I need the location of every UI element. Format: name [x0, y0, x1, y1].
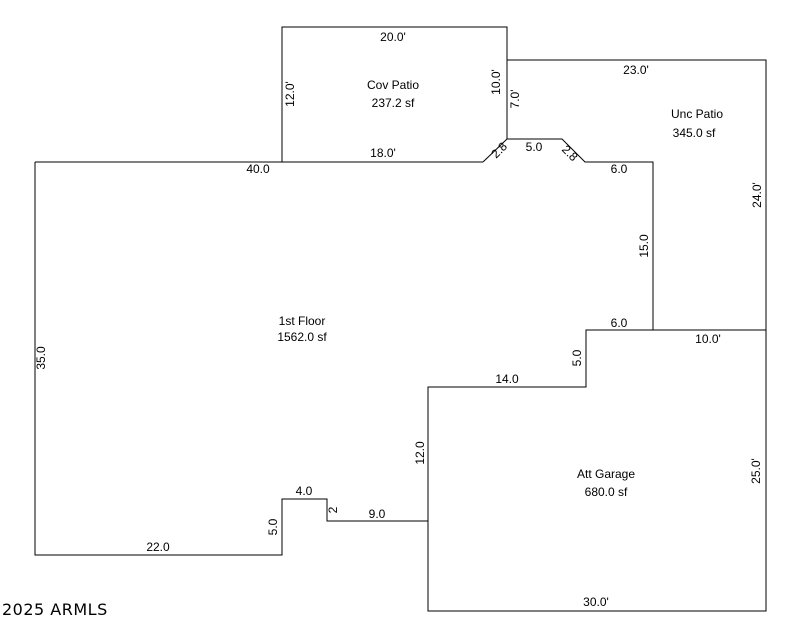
cov-patio-area: 237.2 sf: [372, 96, 415, 110]
cov-patio-outline: [281, 26, 508, 162]
patio-notch: [482, 138, 654, 330]
unc-patio-outline: [507, 59, 767, 330]
dim-floor-left: 35.0: [34, 346, 48, 370]
dim-unc-bottom: 10.0': [695, 332, 721, 346]
att-garage-name: Att Garage: [577, 467, 635, 481]
dim-diag-right: 2.8: [559, 142, 581, 164]
dim-floor-top: 40.0: [246, 162, 270, 176]
copyright-text: 2025 ARMLS: [2, 600, 108, 619]
first-floor-left-bottom-wall: [34, 162, 428, 556]
dim-unc-top: 23.0': [623, 63, 649, 77]
dim-cov-left: 12.0': [283, 81, 297, 107]
dim-jog-small: 2: [326, 506, 340, 513]
dim-step-right-side: 15.0: [637, 234, 651, 258]
unc-patio-name: Unc Patio: [671, 107, 723, 121]
dim-notch-top: 5.0: [526, 140, 543, 154]
dim-step-mid-top: 6.0: [611, 316, 628, 330]
dim-step-mid-side: 5.0: [570, 349, 584, 366]
cov-patio-name: Cov Patio: [367, 78, 419, 92]
dim-step-low-top: 14.0: [495, 372, 519, 386]
unc-patio-area: 345.0 sf: [673, 126, 716, 140]
first-floor-name: 1st Floor: [279, 314, 326, 328]
floor-garage-step: [427, 329, 766, 521]
dim-garage-bottom: 30.0': [583, 595, 609, 609]
dim-garage-right: 25.0': [749, 458, 763, 484]
dim-unc-right: 24.0': [750, 182, 764, 208]
dim-cov-bottom: 18.0': [370, 146, 396, 160]
dim-cov-right: 10.0': [489, 69, 503, 95]
dim-floor-bottom: 22.0: [146, 540, 170, 554]
dim-cov-top: 20.0': [380, 30, 406, 44]
dim-step-right-top: 6.0: [611, 162, 628, 176]
first-floor-area: 1562.0 sf: [277, 330, 327, 344]
dim-unc-inner: 7.0': [508, 90, 522, 109]
dim-jog-left: 5.0: [266, 518, 280, 535]
att-garage-area: 680.0 sf: [585, 485, 628, 499]
dim-diag-left: 2.8: [488, 139, 510, 161]
dim-jog-bottom: 9.0: [369, 507, 386, 521]
dim-jog-top: 4.0: [296, 484, 313, 498]
garage-outline: [427, 330, 767, 612]
dim-garage-left: 12.0: [413, 441, 427, 465]
